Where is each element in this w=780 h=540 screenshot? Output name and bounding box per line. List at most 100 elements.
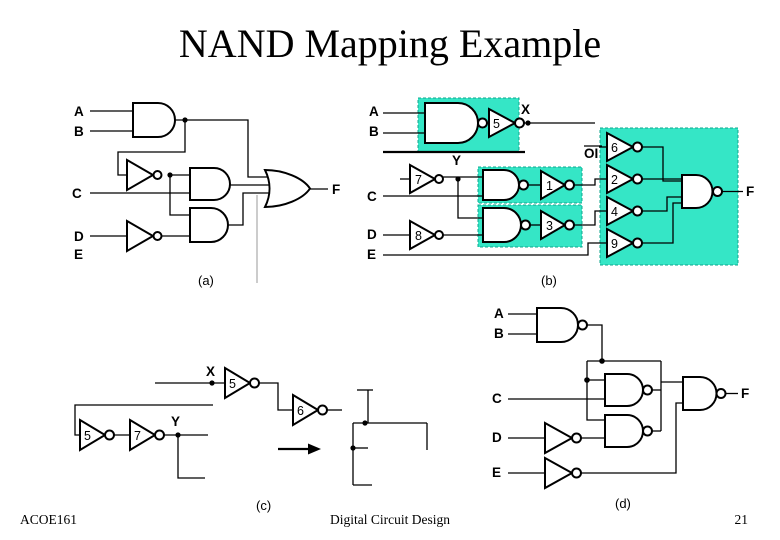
input-label-b: B <box>369 124 379 139</box>
inverter-3-bubble <box>564 219 575 231</box>
gate-number-7: 7 <box>134 429 141 443</box>
diagram-b: A B C D E X Y OI F 5 7 8 1 3 6 2 4 9 (b) <box>367 97 754 288</box>
input-label-d: D <box>367 227 377 242</box>
output-label-f: F <box>332 182 340 197</box>
inverter-8 <box>409 219 438 251</box>
junction-dot <box>455 176 461 182</box>
junction-dot <box>525 120 531 126</box>
inverter-7-bubble <box>154 429 165 441</box>
junction-dot <box>599 358 605 364</box>
output-label-f: F <box>746 184 754 199</box>
caption-d: (d) <box>615 496 631 511</box>
diagram-b-gates <box>409 102 723 259</box>
page-title: NAND Mapping Example <box>178 21 602 66</box>
input-label-a: A <box>494 306 504 321</box>
inverter-7-bubble <box>434 174 444 184</box>
inverter-5 <box>488 107 518 139</box>
diagram-d-gates <box>536 307 727 490</box>
inverter-6-bubble <box>632 141 643 153</box>
input-label-b: B <box>74 124 84 139</box>
inverter-bottom <box>126 219 156 253</box>
inverter-bottom-bubble <box>152 231 163 241</box>
gate-number-8: 8 <box>415 229 422 243</box>
nand-output-bubble <box>712 186 723 197</box>
inverter-2-bubble <box>632 173 643 185</box>
gate-number-1: 1 <box>546 179 553 193</box>
input-label-d: D <box>74 229 84 244</box>
junction-dot <box>584 377 590 383</box>
output-label-f: F <box>741 386 749 401</box>
and-gate-low <box>189 207 229 243</box>
inverter-5-top-bubble <box>249 377 260 389</box>
nand-ab-bubble <box>577 319 588 331</box>
inverter-1 <box>540 169 567 201</box>
input-label-a: A <box>369 104 379 119</box>
input-label-e: E <box>492 465 501 480</box>
input-label-d: D <box>492 430 502 445</box>
gate-number-5-top: 5 <box>229 377 236 391</box>
inverter-7 <box>409 163 438 195</box>
gate-number-6: 6 <box>297 404 304 418</box>
footer-course: ACOE161 <box>20 512 77 527</box>
nand-output-bubble <box>715 388 727 399</box>
footer-page-number: 21 <box>734 512 749 527</box>
diagram-c: X Y 5 6 5 7 (c) <box>74 364 428 513</box>
inverter-6-bubble <box>317 404 328 416</box>
inverter-1-bubble <box>564 179 575 191</box>
inverter-5-bottom <box>79 418 107 452</box>
junction-dot <box>362 420 368 426</box>
inverter-e-bubble <box>571 467 582 479</box>
signal-label-x: X <box>521 102 530 117</box>
diagram-a-gates <box>126 102 312 253</box>
junction-dot <box>209 380 215 386</box>
diagram-d: A B C D E F (d) <box>492 306 749 511</box>
inverter-8-bubble <box>434 230 444 240</box>
inverter-6 <box>606 131 636 163</box>
input-label-c: C <box>72 186 82 201</box>
diagram-c-wires <box>74 382 428 486</box>
junction-dot <box>175 432 181 438</box>
nand-gate-output <box>682 376 718 411</box>
inverter-5-top <box>224 366 252 400</box>
input-label-e: E <box>74 247 83 262</box>
junction-dot <box>350 445 356 451</box>
input-label-c: C <box>367 189 377 204</box>
gate-number-2: 2 <box>611 173 618 187</box>
inverter-top <box>126 158 156 192</box>
arrow-head <box>308 443 321 455</box>
diagram-d-wires <box>508 313 738 474</box>
input-label-c: C <box>492 391 502 406</box>
inverter-4-bubble <box>632 205 643 217</box>
input-label-b: B <box>494 326 504 341</box>
inverter-5-bubble <box>514 117 525 129</box>
gate-number-7: 7 <box>415 173 422 187</box>
nand-gate-ab <box>536 307 579 343</box>
nand-gate-mid1 <box>604 373 644 407</box>
input-label-a: A <box>74 104 84 119</box>
nand-mid2-bubble <box>642 425 653 437</box>
inverter-9 <box>606 227 636 259</box>
inverter-5-bottom-bubble <box>104 429 115 441</box>
diagram-b-wires <box>383 112 743 256</box>
caption-a: (a) <box>198 273 214 288</box>
inverter-7 <box>129 418 157 452</box>
diagram-a-wires <box>90 110 328 283</box>
inverter-e <box>544 456 575 490</box>
diagram-c-gates <box>79 366 368 455</box>
inverter-d-bubble <box>571 432 582 444</box>
inverter-9-bubble <box>632 237 643 249</box>
inverter-top-bubble <box>152 170 163 180</box>
signal-label-x: X <box>206 364 215 379</box>
inverter-4 <box>606 195 636 227</box>
signal-label-oi: OI <box>584 146 598 161</box>
caption-c: (c) <box>256 498 271 513</box>
diagram-a: A B C D E F (a) <box>72 102 340 288</box>
gate-number-3: 3 <box>546 219 553 233</box>
gate-number-6: 6 <box>611 141 618 155</box>
gate-number-4: 4 <box>611 205 618 219</box>
nand-gate-mid2 <box>482 207 522 243</box>
nand-mid2-bubble <box>520 219 531 231</box>
nand-ab-bubble <box>477 117 488 129</box>
inverter-6 <box>292 393 320 427</box>
